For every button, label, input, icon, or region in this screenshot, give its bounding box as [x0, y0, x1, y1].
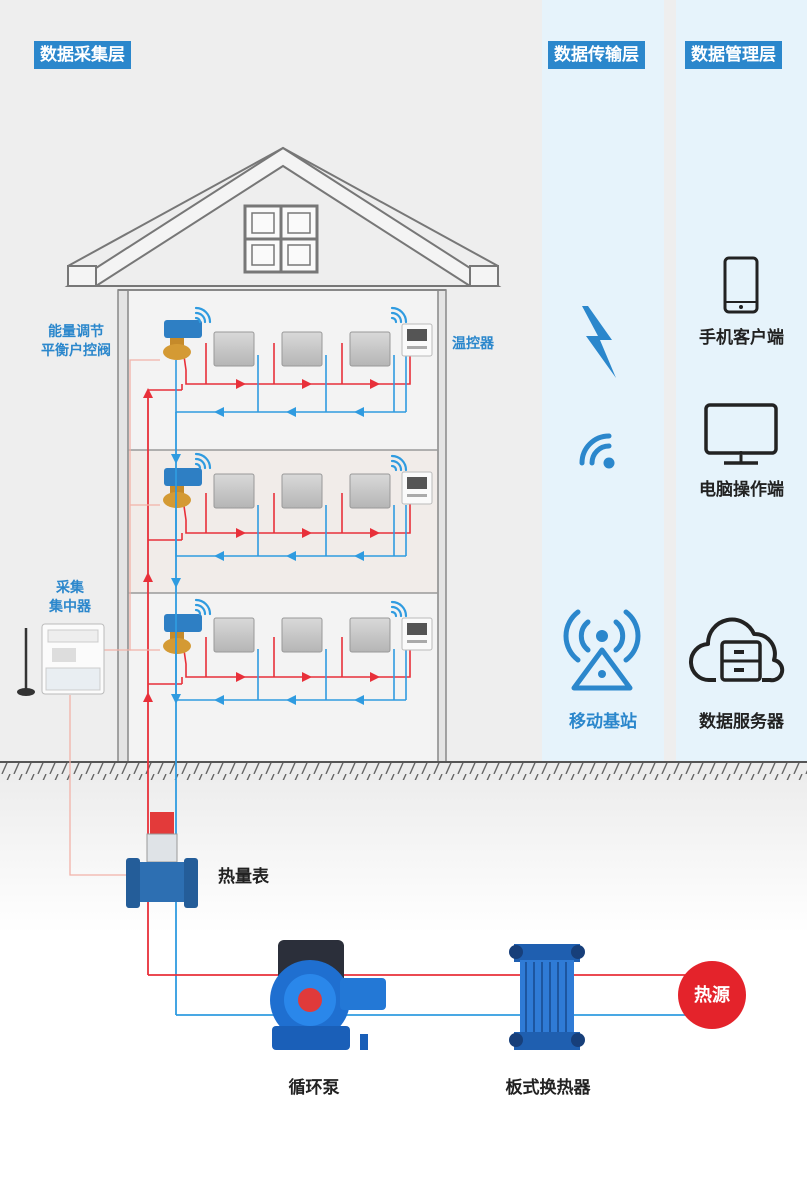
- ground-background: [0, 762, 807, 1190]
- heat-source-circle: [678, 961, 746, 1029]
- concentrator-device: [17, 623, 105, 696]
- base-station-label: 移动基站: [569, 712, 637, 731]
- device-wifi-icons: [194, 306, 408, 618]
- heat-source-label: 热源: [694, 985, 730, 1005]
- monitor-icon: [704, 403, 778, 465]
- valve-label-line1: 能量调节: [48, 323, 104, 339]
- phone-icon: [723, 256, 759, 314]
- server-label: 数据服务器: [699, 712, 784, 731]
- wifi-icon: [579, 433, 615, 469]
- transmission-layer-tag: 数据传输层: [548, 41, 645, 69]
- concentrator-label-line2: 集中器: [49, 598, 91, 614]
- lightning-icon: [582, 306, 616, 378]
- mobile-client-label: 手机客户端: [699, 328, 784, 347]
- pump-label: 循环泵: [288, 1078, 340, 1097]
- pc-client-label: 电脑操作端: [699, 480, 784, 499]
- floor-3: [148, 320, 433, 417]
- concentrator-label: 采集 集中器: [30, 578, 110, 616]
- collection-layer-tag: 数据采集层: [34, 41, 131, 69]
- ground-line: [0, 761, 807, 780]
- concentrator-label-line1: 采集: [56, 579, 84, 595]
- floor-2: [148, 468, 433, 561]
- valve-label-line2: 平衡户控阀: [41, 342, 111, 358]
- valve-label: 能量调节 平衡户控阀: [30, 322, 122, 360]
- base-station-icon: [563, 609, 641, 691]
- management-layer-tag: 数据管理层: [685, 41, 782, 69]
- signal-lines: [69, 359, 160, 876]
- thermostat-label: 温控器: [452, 335, 494, 351]
- circulation-pump-device: [270, 940, 386, 1050]
- heat-meter-device: [126, 812, 198, 908]
- floor-1: [148, 614, 433, 705]
- heat-meter-label: 热量表: [218, 867, 269, 886]
- management-layer-column: [676, 0, 807, 762]
- cloud-server-icon: [688, 617, 785, 683]
- exchanger-label: 板式换热器: [505, 1078, 591, 1097]
- plate-heat-exchanger-device: [509, 944, 585, 1050]
- house-roof: [64, 146, 502, 287]
